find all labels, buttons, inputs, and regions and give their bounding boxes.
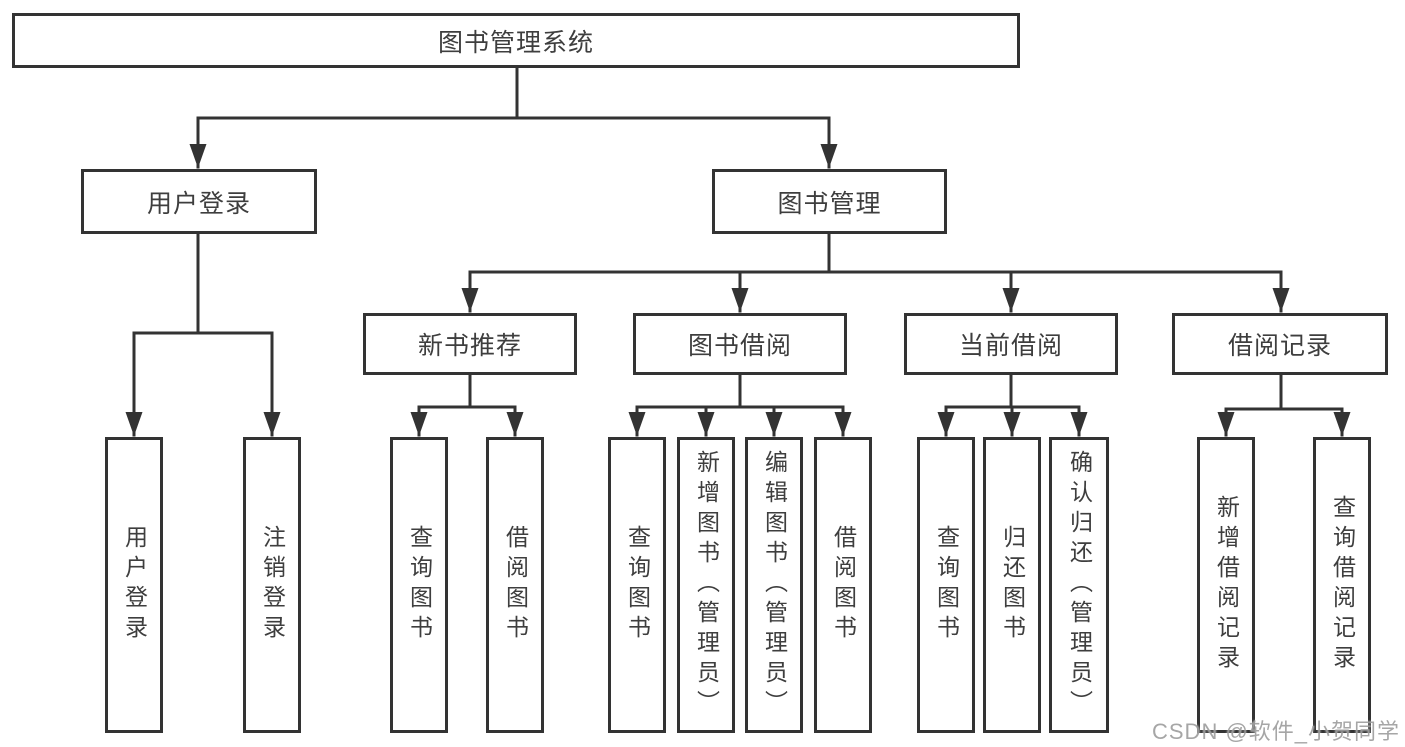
leaf-label: 归还图书 (999, 525, 1026, 645)
leaf-label: 借阅图书 (502, 525, 529, 645)
leaf-label: 确认归还（管理员） (1066, 450, 1093, 720)
leaf-label: 查询图书 (406, 525, 433, 645)
leaf-add-borrow-record: 新增借阅记录 (1197, 437, 1255, 733)
leaf-label: 新增图书（管理员） (693, 450, 720, 720)
csdn-watermark: CSDN @软件_小贺同学 (1152, 719, 1401, 744)
node-label: 图书管理 (777, 189, 882, 218)
leaf-query-books-recommend: 查询图书 (390, 437, 448, 733)
leaf-label: 查询借阅记录 (1329, 495, 1356, 675)
leaf-label: 注销登录 (259, 525, 286, 645)
leaf-label: 借阅图书 (830, 525, 857, 645)
leaf-logout-login: 注销登录 (243, 437, 301, 733)
leaf-edit-books-admin: 编辑图书（管理员） (745, 437, 803, 733)
node-label: 当前借阅 (958, 332, 1063, 360)
node-label: 图书管理系统 (437, 28, 594, 57)
node-book-borrowing: 图书借阅 (633, 313, 847, 375)
leaf-query-borrow-record: 查询借阅记录 (1313, 437, 1371, 733)
node-label: 用户登录 (146, 189, 251, 218)
leaf-user-login: 用户登录 (105, 437, 163, 733)
leaf-label: 用户登录 (121, 525, 148, 645)
node-book-management: 图书管理 (712, 169, 947, 234)
leaf-label: 查询图书 (933, 525, 960, 645)
node-label: 借阅记录 (1227, 332, 1332, 360)
leaf-borrow-books: 借阅图书 (814, 437, 872, 733)
node-library-management-system: 图书管理系统 (12, 13, 1020, 68)
leaf-add-books-admin: 新增图书（管理员） (677, 437, 735, 733)
leaf-query-books-borrowing: 查询图书 (608, 437, 666, 733)
leaf-label: 查询图书 (624, 525, 651, 645)
node-label: 图书借阅 (687, 332, 792, 360)
node-label: 新书推荐 (417, 332, 522, 360)
leaf-confirm-return-admin: 确认归还（管理员） (1049, 437, 1109, 733)
leaf-label: 编辑图书（管理员） (761, 450, 788, 720)
node-new-book-recommend: 新书推荐 (363, 313, 577, 375)
leaf-return-books: 归还图书 (983, 437, 1041, 733)
leaf-borrow-books-recommend: 借阅图书 (486, 437, 544, 733)
leaf-label: 新增借阅记录 (1213, 495, 1240, 675)
leaf-query-books-current: 查询图书 (917, 437, 975, 733)
node-borrowing-records: 借阅记录 (1172, 313, 1388, 375)
node-user-login: 用户登录 (81, 169, 317, 234)
node-current-borrowing: 当前借阅 (904, 313, 1118, 375)
